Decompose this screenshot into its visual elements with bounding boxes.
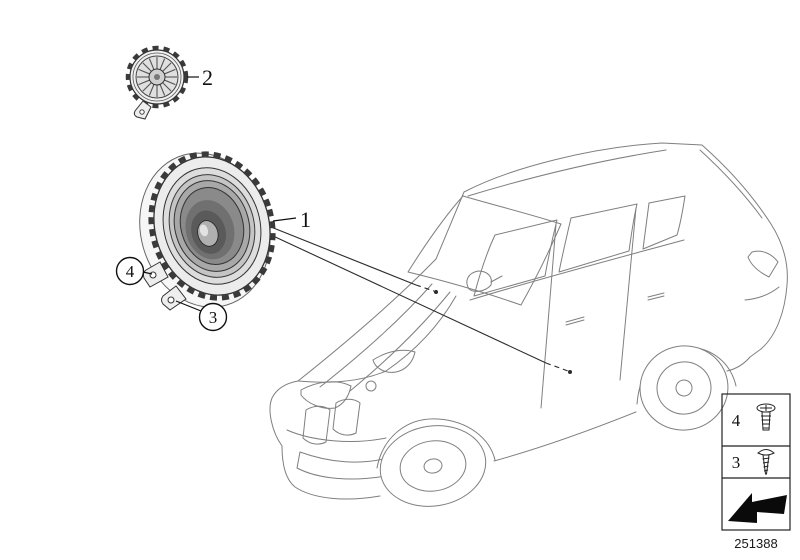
leader-point-rear-door: [568, 370, 572, 374]
tweeter-grille-spokes: [137, 57, 177, 97]
car-illustration: [269, 142, 788, 507]
leader-lines: [270, 226, 572, 374]
car-fender-line: [385, 295, 457, 372]
tweeter-castellated-rim: [125, 45, 189, 109]
woofer-tab-hole-upper: [149, 271, 157, 279]
car-door-handle-front: [565, 316, 585, 326]
car-windshield: [407, 195, 562, 306]
callout-3-label[interactable]: 3: [209, 308, 218, 327]
car-headlight-near: [300, 381, 352, 409]
direction-arrow-icon: [728, 493, 787, 523]
leader-point-front-door: [434, 290, 438, 294]
car-quarter-glass: [642, 195, 686, 250]
leader-line-rear-door-dashed: [545, 362, 569, 372]
car-roof-inner-line: [467, 149, 667, 197]
callout-3-line: [175, 300, 202, 312]
callout-4-label[interactable]: 4: [126, 262, 135, 281]
car-front-wheel-arch: [376, 418, 496, 469]
legend-box: [721, 393, 791, 531]
car-rear-door-glass: [558, 203, 638, 273]
callout-1-label[interactable]: 1: [300, 207, 311, 232]
tweeter-dome: [154, 74, 160, 80]
callout-4[interactable]: 4: [115, 256, 153, 286]
leader-line-front-door-solid: [270, 226, 417, 286]
woofer-highlight: [199, 224, 209, 237]
woofer-tab-hole-lower: [167, 296, 175, 304]
legend-row-4[interactable]: 4: [732, 403, 776, 431]
callout-2-label[interactable]: 2: [202, 65, 213, 90]
car-kidney-grille-right: [332, 398, 361, 436]
legend-row-arrow: [728, 493, 787, 523]
screw-icon: [757, 449, 775, 475]
car-rear-door-seam: [619, 207, 637, 381]
car-headlight-far: [372, 349, 416, 373]
car-rear-pillar-line: [699, 149, 763, 219]
part-number: 251388: [734, 536, 777, 551]
car-front-bumper-bottom: [281, 445, 381, 500]
car-body-outline: [269, 142, 788, 447]
callout-4-circle[interactable]: [115, 256, 145, 286]
callout-3[interactable]: 3: [175, 300, 228, 332]
car-front-wheel: [379, 425, 487, 507]
callout-1-line: [272, 217, 297, 222]
car-roundel: [365, 380, 377, 392]
car-taillight: [747, 250, 779, 278]
tweeter-speaker: [125, 45, 189, 120]
legend-row-4-label[interactable]: 4: [732, 411, 741, 430]
callout-1[interactable]: 1: [272, 207, 311, 232]
car-fascia-top-line: [297, 370, 387, 383]
car-rear-bumper-line: [744, 286, 780, 301]
callout-3-circle[interactable]: [198, 302, 228, 332]
callout-4-line: [142, 271, 153, 275]
tweeter-outer-ring: [132, 52, 182, 102]
car-side-mirror: [466, 270, 503, 292]
car-door-handle-rear: [647, 292, 665, 301]
woofer-castellated-flange: [148, 151, 276, 301]
car-sill-line: [493, 411, 637, 462]
car-hood-crease-2: [349, 291, 451, 392]
car-front-door-seam: [540, 223, 557, 409]
car-hood-crease-1: [319, 283, 433, 388]
woofer-speaker-body: [139, 151, 276, 308]
tweeter-tab-hole: [139, 109, 145, 115]
car-front-door-glass: [473, 219, 558, 297]
car-window-band-bottom: [469, 239, 685, 301]
expansion-rivet-icon: [756, 403, 776, 431]
leader-line-rear-door-solid: [270, 234, 547, 364]
car-kidney-grille-left: [302, 405, 331, 445]
leader-line-front-door-dashed: [415, 284, 435, 292]
car-lower-intake: [296, 451, 389, 480]
legend-row-3-label[interactable]: 3: [732, 453, 741, 472]
car-bumper-line: [286, 429, 387, 442]
woofer-speaker: [139, 151, 276, 311]
callout-2[interactable]: 2: [187, 65, 213, 90]
legend-row-3[interactable]: 3: [732, 449, 775, 475]
legend: 4 3: [721, 393, 791, 531]
car-rear-wheel: [639, 345, 729, 431]
